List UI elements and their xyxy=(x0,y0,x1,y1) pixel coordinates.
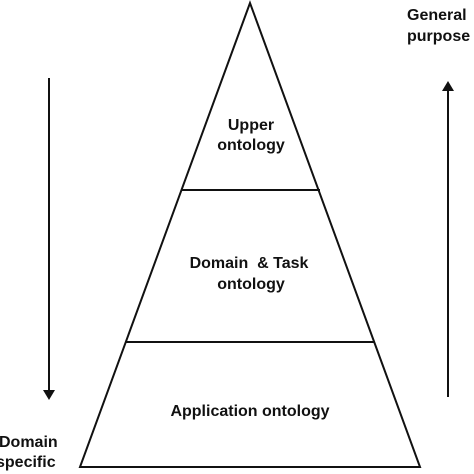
level-upper-line2: ontology xyxy=(217,137,285,154)
level-domain-task-line1: Domain & Task xyxy=(190,255,309,272)
axis-label-domain-line2: specific xyxy=(0,454,56,471)
pyramid-outline xyxy=(78,0,422,468)
axis-label-general-line1: General xyxy=(407,7,467,24)
axis-label-general-line2: purpose xyxy=(407,28,470,45)
level-domain-task-line2: ontology xyxy=(217,276,285,293)
level-application-line1: Application ontology xyxy=(170,403,329,420)
level-upper-line1: Upper xyxy=(228,117,274,134)
axis-label-domain-line1: Domain xyxy=(0,434,58,451)
